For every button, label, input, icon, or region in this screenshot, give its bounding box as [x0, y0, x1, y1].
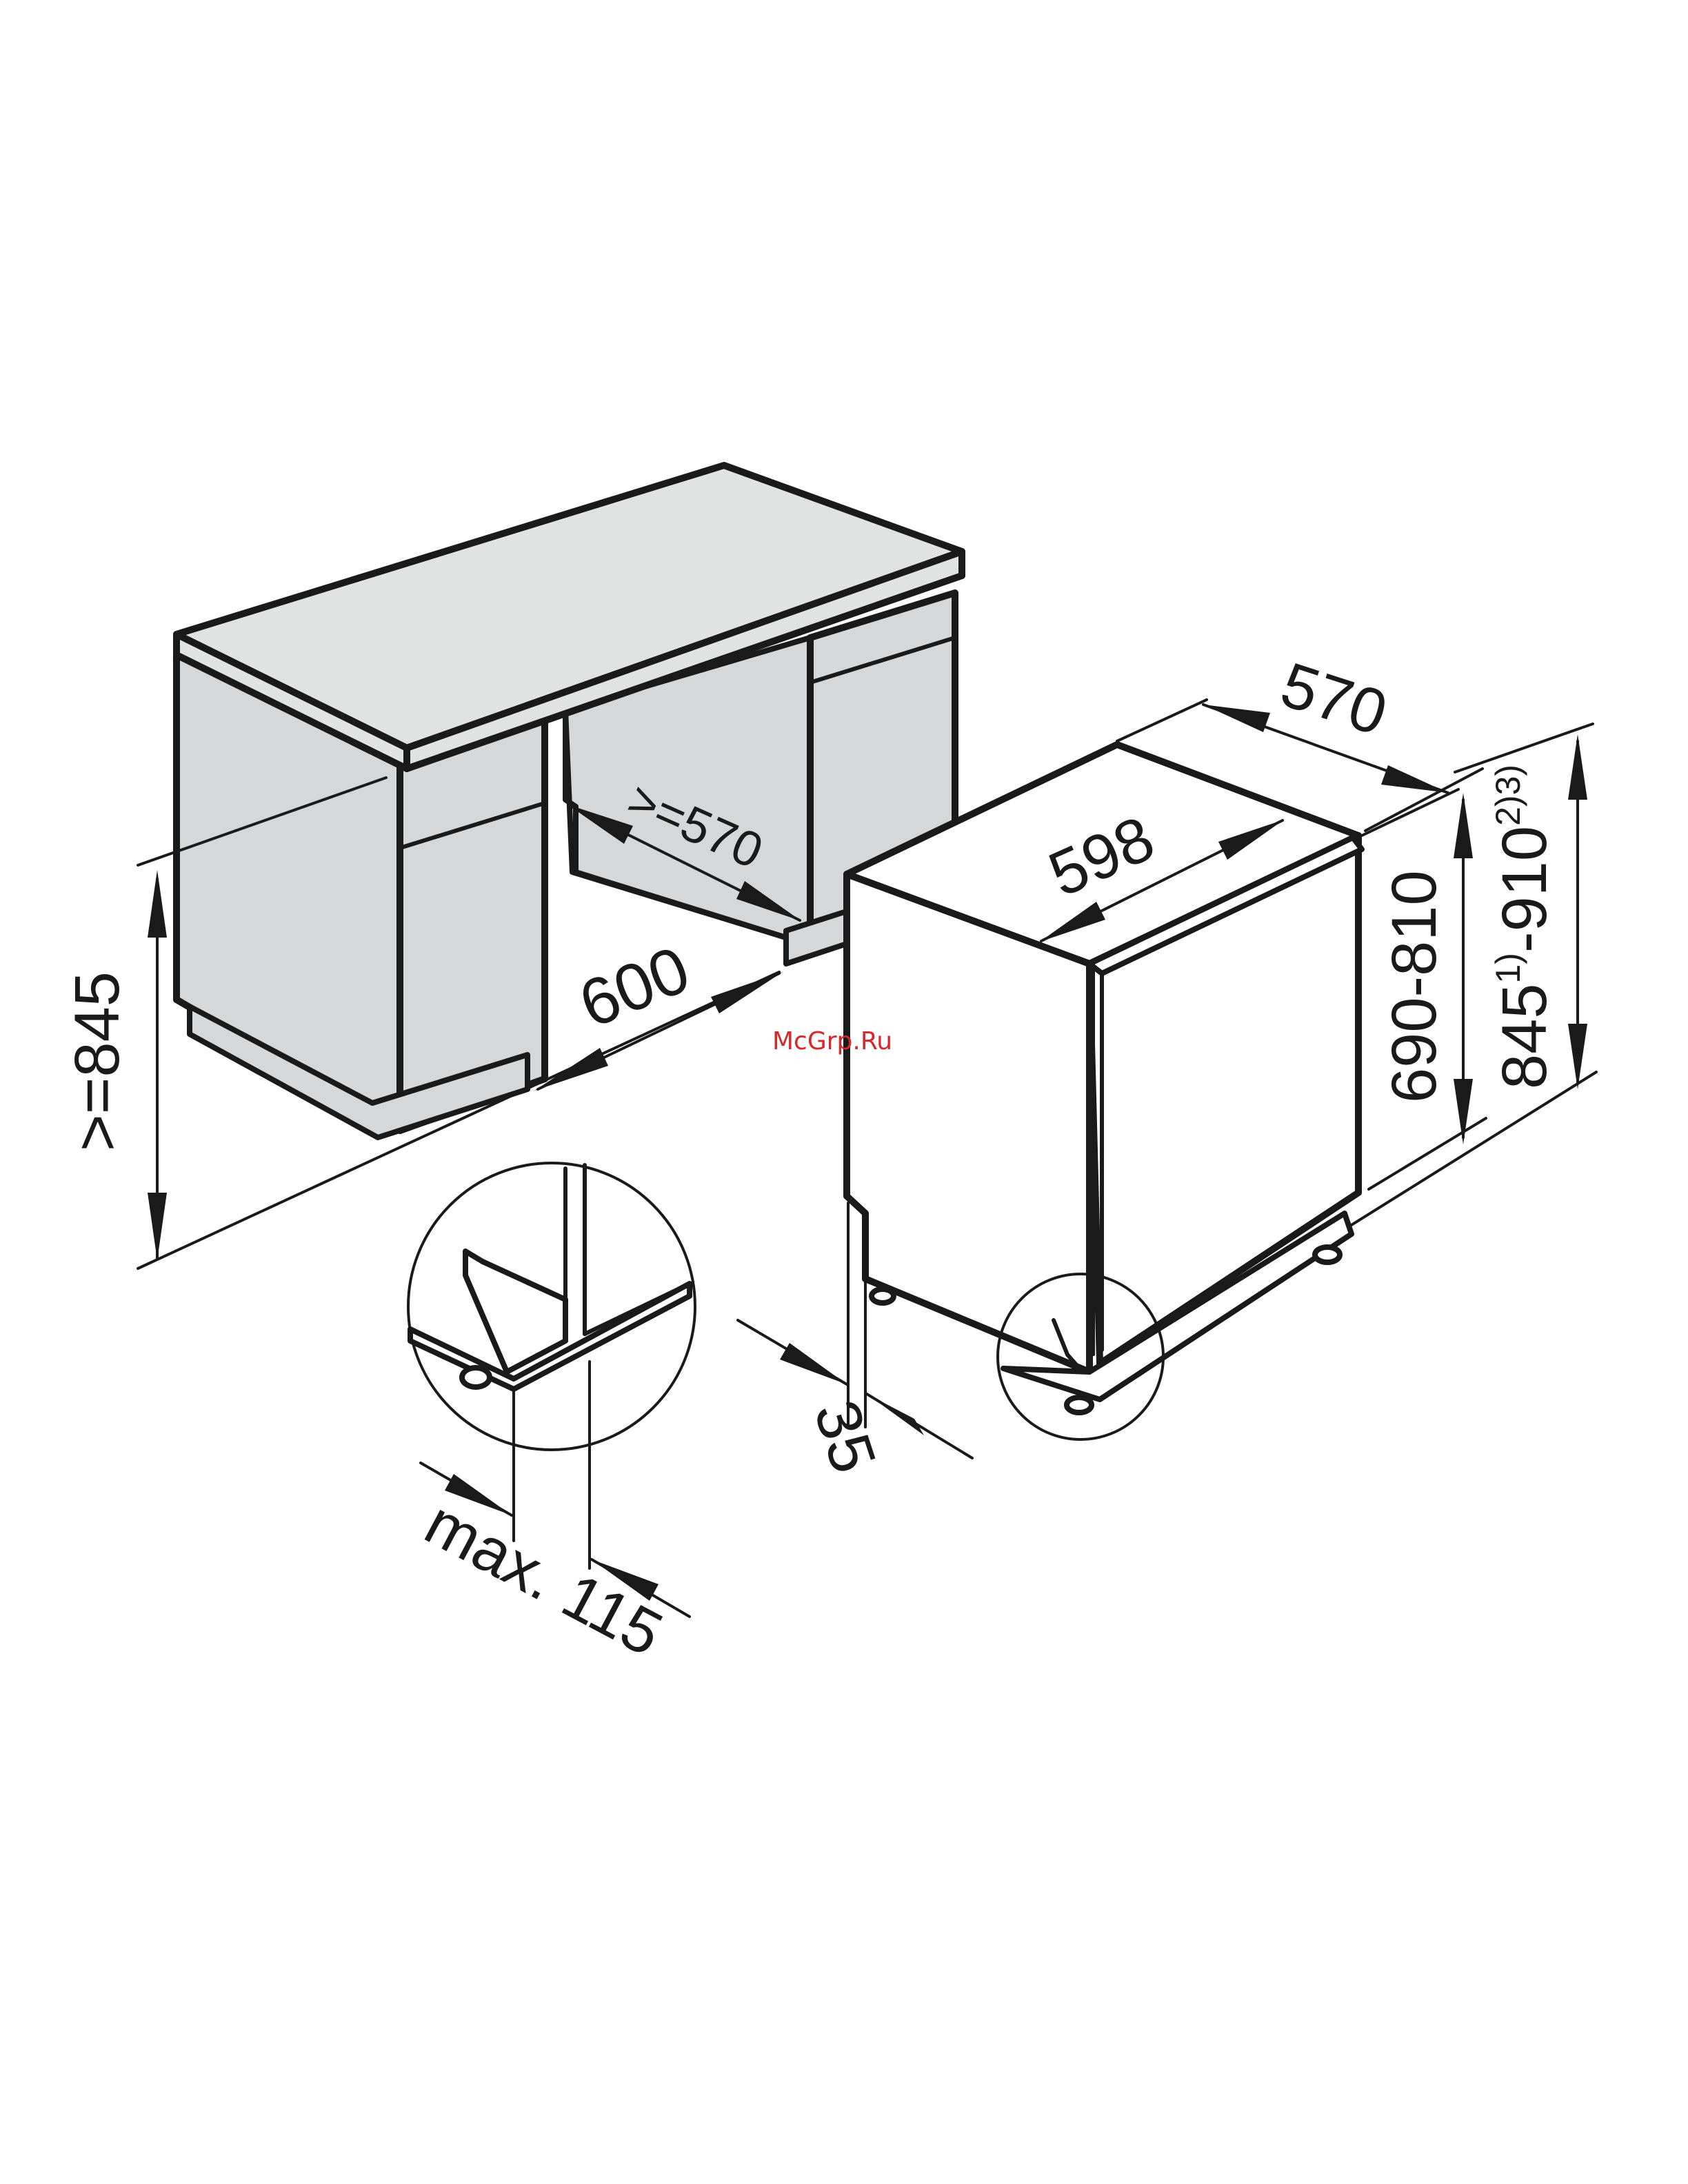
depth-extension-back — [1117, 700, 1207, 741]
niche-height-label: >=845 — [62, 971, 132, 1151]
depth-label: 570 — [1273, 649, 1396, 749]
door-offset-arrow-left — [780, 1343, 847, 1384]
niche-width-label: 600 — [570, 932, 700, 1042]
niche-height-arrow-bottom — [148, 1193, 167, 1260]
foot-front-left — [872, 1289, 894, 1303]
depth-arrow-front — [1381, 765, 1448, 793]
svg-text:8451)-9102)3): 8451)-9102)3) — [1489, 765, 1560, 1089]
door-offset-label: 35 — [801, 1393, 890, 1482]
foot-front-right — [1067, 1397, 1092, 1413]
plinth-detail: max. 115 — [408, 1163, 695, 1670]
total-height-sep: -910 — [1489, 826, 1560, 953]
depth-arrow-back — [1203, 705, 1270, 732]
detail-foot — [462, 1368, 490, 1387]
niche-width-arrow-right — [711, 972, 783, 1013]
watermark-text: McGrp.Ru — [772, 1027, 892, 1055]
foot-back-right — [1315, 1247, 1340, 1262]
total-height-sup1: 1) — [1489, 953, 1527, 983]
total-height-sup2: 2)3) — [1489, 765, 1527, 826]
niche-height-arrow-top — [148, 870, 167, 938]
total-height-label: 8451)-9102)3) — [1489, 765, 1560, 1089]
height-arrow-top — [1454, 793, 1473, 858]
total-height-base: 845 — [1489, 984, 1560, 1090]
height-label: 690-810 — [1379, 870, 1449, 1103]
total-height-arrow-top — [1568, 734, 1587, 800]
depth-extension-front — [1362, 789, 1458, 836]
